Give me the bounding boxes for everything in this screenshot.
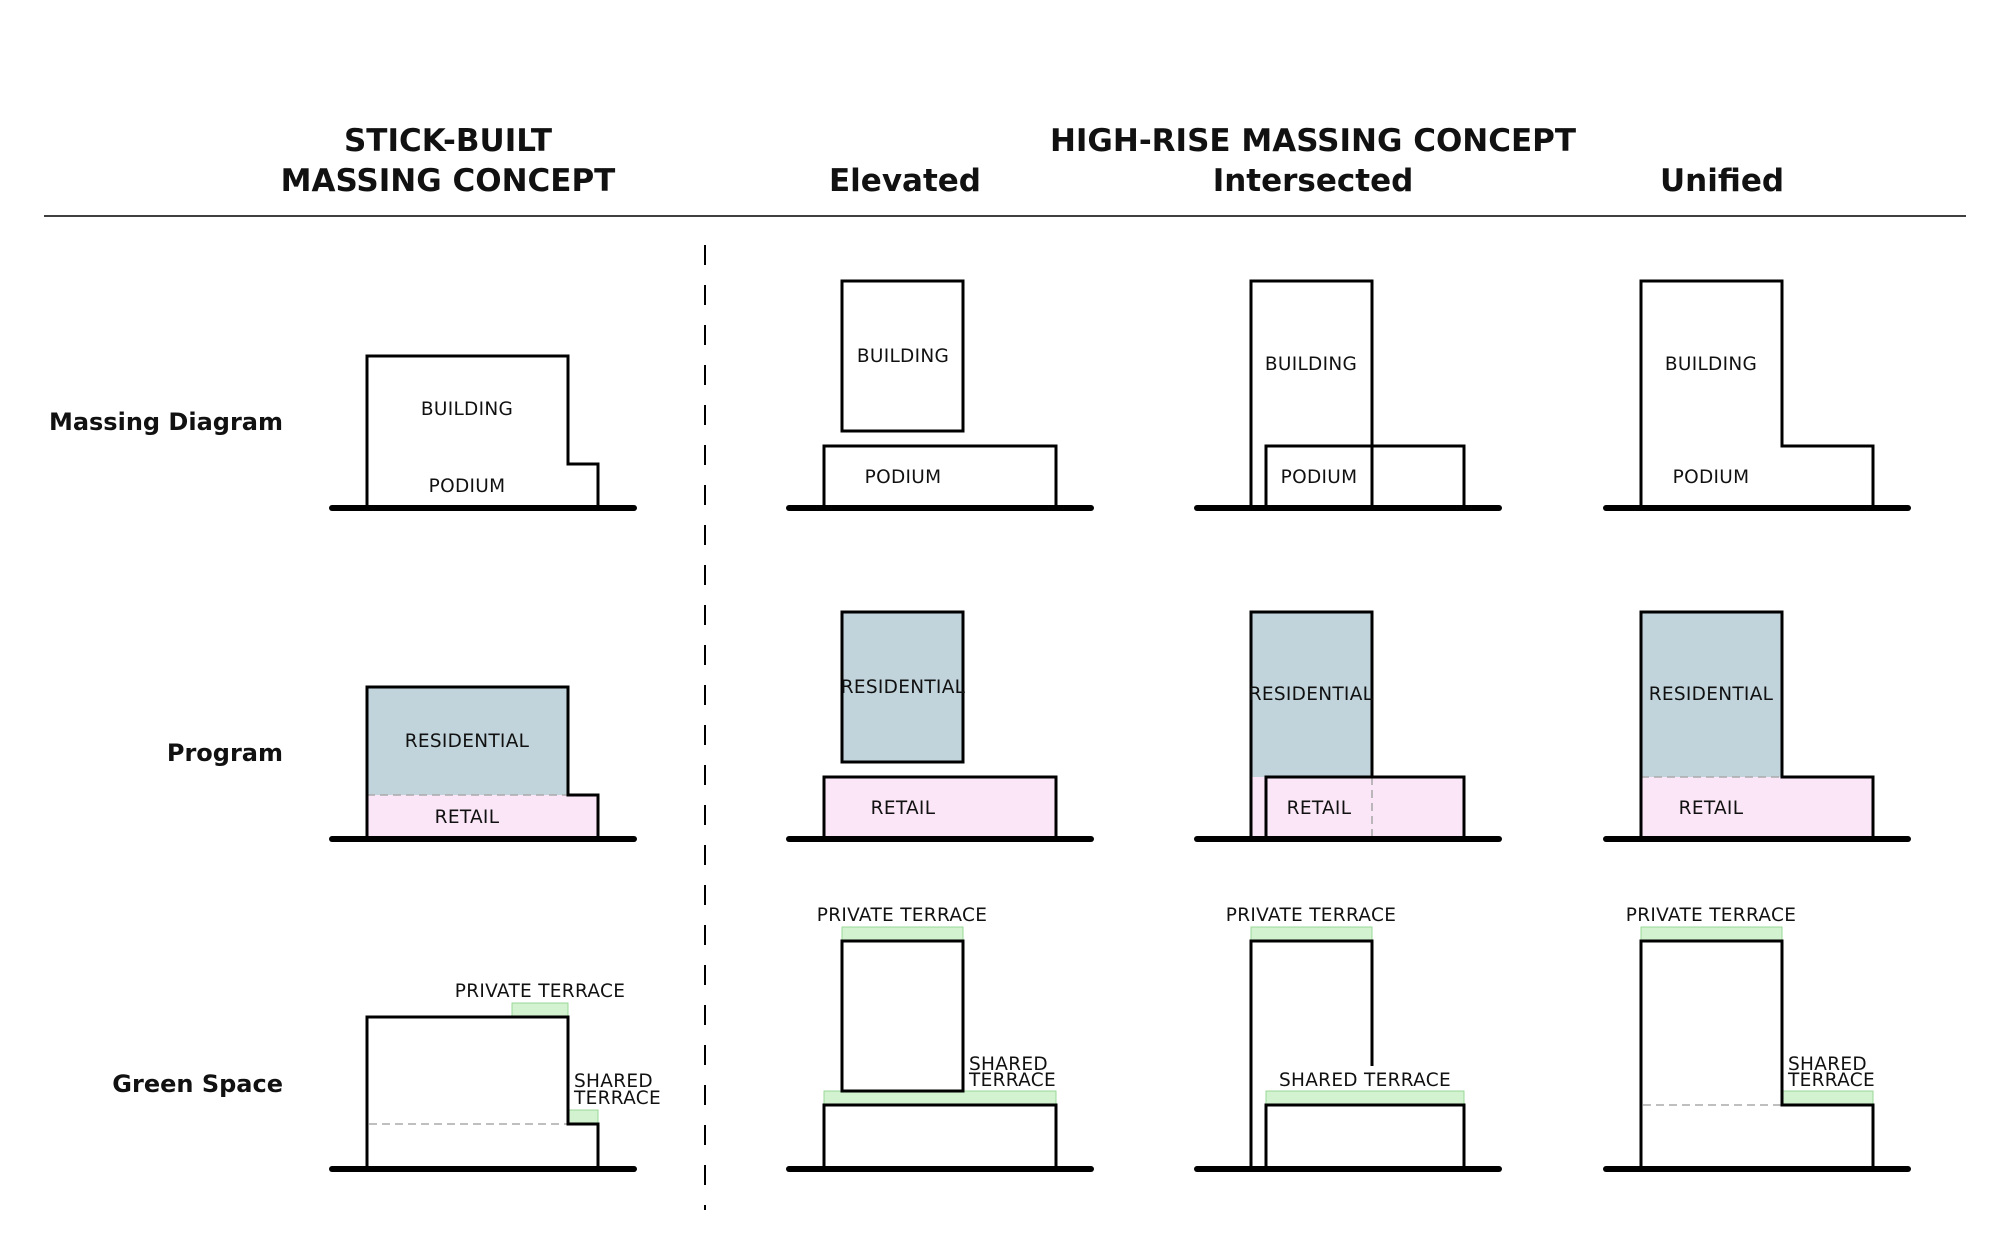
massing-elevated: BUILDING PODIUM	[786, 279, 1094, 511]
label-private-terrace: PRIVATE TERRACE	[1226, 905, 1396, 926]
label-retail: RETAIL	[1679, 798, 1744, 819]
row-label-green: Green Space	[112, 1070, 283, 1098]
label-podium: PODIUM	[429, 476, 506, 497]
green-elevated: PRIVATE TERRACE SHARED TERRACE	[786, 905, 1094, 1172]
label-shared-line1: SHARED	[1788, 1054, 1867, 1075]
label-retail: RETAIL	[871, 798, 936, 819]
row-label-program: Program	[167, 739, 283, 767]
private-terrace	[1250, 926, 1373, 942]
label-private-terrace: PRIVATE TERRACE	[455, 981, 625, 1002]
label-shared-terrace: SHARED TERRACE	[1279, 1070, 1451, 1091]
label-residential: RESIDENTIAL	[1649, 684, 1774, 705]
green-unified: PRIVATE TERRACE SHARED TERRACE	[1603, 905, 1911, 1172]
label-shared-line2: TERRACE	[968, 1070, 1056, 1091]
label-building: BUILDING	[857, 346, 949, 367]
label-private-terrace: PRIVATE TERRACE	[817, 905, 987, 926]
private-terrace	[1640, 926, 1783, 942]
label-building: BUILDING	[1665, 354, 1757, 375]
row-label-massing: Massing Diagram	[49, 408, 283, 436]
shared-terrace	[823, 1090, 1057, 1106]
header-stick-built-line1: STICK-BUILT	[344, 123, 552, 159]
green-intersected: PRIVATE TERRACE SHARED TERRACE	[1194, 905, 1502, 1172]
label-shared-line1: SHARED	[969, 1054, 1048, 1075]
shared-terrace	[567, 1109, 599, 1125]
header-stick-built-line2: MASSING CONCEPT	[281, 163, 616, 199]
private-terrace	[511, 1002, 569, 1018]
massing-stick-built: BUILDING PODIUM	[329, 354, 637, 511]
header-intersected: Intersected	[1213, 163, 1414, 199]
label-podium: PODIUM	[865, 467, 942, 488]
label-private-terrace: PRIVATE TERRACE	[1626, 905, 1796, 926]
label-retail: RETAIL	[1287, 798, 1352, 819]
label-retail: RETAIL	[435, 807, 500, 828]
program-elevated: RESIDENTIAL RETAIL	[786, 610, 1094, 842]
header-high-rise: HIGH-RISE MASSING CONCEPT	[1050, 123, 1576, 159]
header-unified: Unified	[1660, 163, 1784, 199]
private-terrace	[841, 926, 964, 942]
label-shared-line2: TERRACE	[573, 1088, 661, 1109]
program-unified: RESIDENTIAL RETAIL	[1603, 610, 1911, 842]
label-podium: PODIUM	[1281, 467, 1358, 488]
label-building: BUILDING	[1265, 354, 1357, 375]
label-residential: RESIDENTIAL	[1249, 684, 1374, 705]
label-shared-line2: TERRACE	[1787, 1070, 1875, 1091]
shared-terrace	[1781, 1090, 1874, 1106]
label-building: BUILDING	[421, 399, 513, 420]
green-stick-built: PRIVATE TERRACE SHARED TERRACE	[329, 981, 661, 1172]
label-podium: PODIUM	[1673, 467, 1750, 488]
label-residential: RESIDENTIAL	[405, 731, 530, 752]
massing-unified: BUILDING PODIUM	[1603, 279, 1911, 511]
shared-terrace	[1265, 1090, 1465, 1106]
label-residential: RESIDENTIAL	[841, 677, 966, 698]
label-shared-line1: SHARED	[574, 1071, 653, 1092]
massing-intersected: BUILDING PODIUM	[1194, 279, 1502, 511]
header-elevated: Elevated	[829, 163, 981, 199]
program-intersected: RESIDENTIAL RETAIL	[1194, 610, 1502, 842]
program-stick-built: RESIDENTIAL RETAIL	[329, 685, 637, 842]
